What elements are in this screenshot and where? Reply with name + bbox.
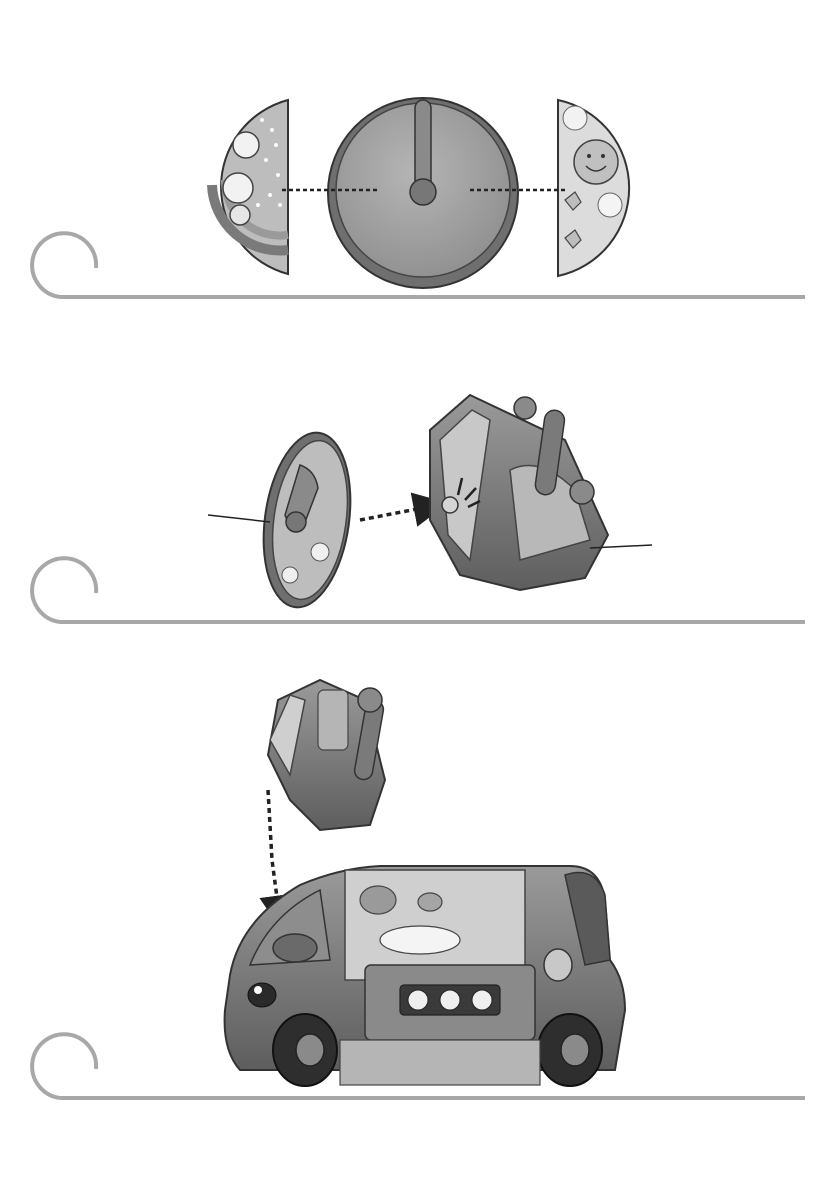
- dashboard-unit: [430, 395, 608, 590]
- wheel-hub: [410, 179, 436, 205]
- dashboard-unit-assembled: [268, 680, 385, 830]
- toy-car: [225, 866, 625, 1086]
- right-sticker: [558, 100, 629, 276]
- sun-icon: [574, 140, 618, 184]
- dashed-arrow-icon: [360, 505, 438, 520]
- flower-icon: [233, 132, 259, 158]
- step-1-section: [32, 98, 805, 297]
- car-wheel-rear: [538, 1014, 602, 1086]
- dashboard-socket: [442, 497, 458, 513]
- gear-knob: [544, 949, 572, 981]
- steering-wheel-side: [253, 427, 361, 613]
- left-sticker: [212, 100, 288, 274]
- step-2-section: [32, 395, 805, 622]
- face-sticker-icon: [223, 173, 253, 203]
- step-3-section: [32, 680, 805, 1098]
- dashboard-slot: [273, 934, 317, 962]
- car-wheel-front: [273, 1014, 337, 1086]
- steering-wheel-front: [328, 98, 518, 288]
- callout-line-wheel: [208, 515, 270, 522]
- car-eye-icon: [248, 983, 276, 1007]
- step-2-marker: [32, 558, 805, 622]
- wheel-lever: [415, 100, 431, 190]
